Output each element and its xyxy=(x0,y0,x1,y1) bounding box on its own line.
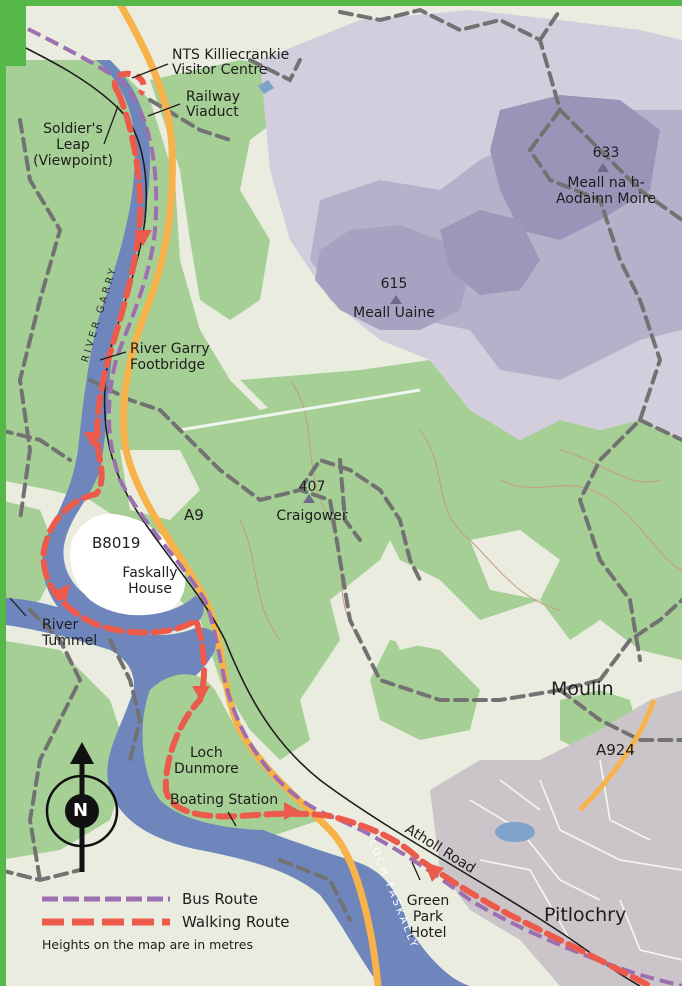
label-river: River xyxy=(42,617,79,633)
hill-name-line-1: Meall na h- xyxy=(567,175,645,191)
peninsula xyxy=(142,674,291,830)
contour-tracks xyxy=(239,379,682,641)
hill-name-meall-uaine: Meall Uaine xyxy=(353,305,435,321)
height-633: 633 xyxy=(592,145,620,161)
pond xyxy=(495,822,535,842)
town-streets xyxy=(469,759,682,961)
compass-letter: N xyxy=(73,800,89,821)
label-boating-station: Boating Station xyxy=(170,792,279,808)
height-615: 615 xyxy=(380,276,408,292)
legend-walking-route-label: Walking Route xyxy=(182,913,290,931)
label-loch: Loch xyxy=(190,745,223,761)
walking-route-loop xyxy=(111,70,147,97)
hill-ridge xyxy=(440,210,540,295)
hill-name-line-2: Aodainn Moire xyxy=(555,191,657,207)
road-label-a9: A9 xyxy=(184,506,204,524)
label-river-garry-footbridge: River Garry xyxy=(130,341,210,357)
compass-badge xyxy=(65,794,99,828)
road-label-a924: A924 xyxy=(596,741,635,759)
road-label-b8019: B8019 xyxy=(92,534,141,552)
label-dunmore: Dunmore xyxy=(174,761,239,777)
legend-heights-note: Heights on the map are in metres xyxy=(42,937,253,952)
legend-bus-route-label: Bus Route xyxy=(182,890,258,908)
walking-route-line xyxy=(40,89,653,986)
label-faskally-house: House xyxy=(128,581,172,597)
label-viaduct: Viaduct xyxy=(186,104,239,120)
label-tummel: Tummel xyxy=(42,633,98,649)
fields xyxy=(120,450,560,650)
label-visitor-centre: Visitor Centre xyxy=(172,62,268,78)
label-green: Green xyxy=(406,893,450,909)
label-leap: Leap xyxy=(56,137,90,153)
railway-line xyxy=(9,39,641,986)
height-407: 407 xyxy=(298,479,326,495)
leader-lines xyxy=(9,63,421,881)
label-footbridge: Footbridge xyxy=(130,357,206,373)
road-a924 xyxy=(578,699,657,812)
main-road-a9 xyxy=(114,0,382,986)
compass-arrow-icon xyxy=(70,742,94,764)
route-arrows xyxy=(52,230,444,882)
label-soldiers: Soldier's xyxy=(43,121,103,137)
label-faskally: Faskally xyxy=(122,565,178,581)
hill-summit-meall-uaine xyxy=(315,225,470,330)
label-nts-killiecrankie: NTS Killiecrankie xyxy=(172,47,290,63)
label-park: Park xyxy=(412,909,444,925)
label-railway: Railway xyxy=(186,89,241,105)
label-viewpoint: (Viewpoint) xyxy=(33,153,113,169)
water-bodies xyxy=(6,60,470,986)
label-moulin: Moulin xyxy=(551,678,614,700)
label-pitlochry: Pitlochry xyxy=(544,904,627,926)
compass xyxy=(45,742,119,872)
height-markers xyxy=(303,163,609,503)
footpaths xyxy=(0,7,682,922)
track-line xyxy=(179,388,421,432)
visitor-centre-marker xyxy=(258,80,274,94)
hill-summit-meall-na-h-aodainn-moire xyxy=(490,95,660,240)
label-hotel: Hotel xyxy=(409,925,447,941)
hill-name-craigower: Craigower xyxy=(276,508,348,524)
frame-corner xyxy=(0,0,26,66)
